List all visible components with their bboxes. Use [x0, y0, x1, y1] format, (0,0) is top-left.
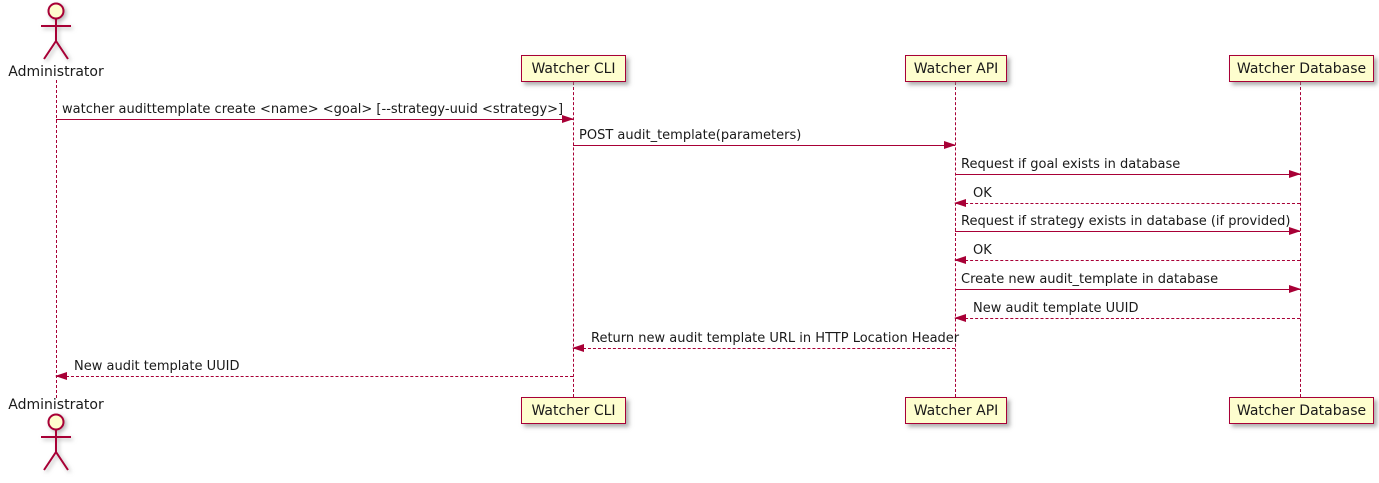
participant-label: Watcher API — [913, 402, 999, 419]
participant-label: Watcher CLI — [531, 60, 616, 77]
message-label: Return new audit template URL in HTTP Lo… — [591, 331, 960, 346]
participant-label: Watcher Database — [1236, 60, 1367, 77]
arrowhead-left-icon — [954, 199, 966, 207]
message-6: OK — [954, 243, 1300, 264]
message-label: OK — [973, 243, 992, 258]
participant-watcher-cli-top: Watcher CLI — [521, 55, 626, 82]
participant-label: Watcher CLI — [531, 402, 616, 419]
actor-label-administrator-bottom: Administrator — [8, 397, 104, 413]
lifeline-administrator — [56, 80, 57, 398]
message-label: POST audit_template(parameters) — [579, 128, 802, 143]
lifeline-watcher-cli — [573, 82, 574, 397]
message-7: Create new audit_template in database — [955, 272, 1301, 293]
message-arrow — [955, 170, 1301, 178]
message-3: Request if goal exists in database — [955, 157, 1301, 178]
lifeline-watcher-database — [1300, 82, 1301, 397]
message-1: watcher audittemplate create <name> <goa… — [56, 102, 574, 123]
participant-watcher-cli-bottom: Watcher CLI — [521, 397, 626, 424]
message-10: New audit template UUID — [55, 359, 573, 380]
actor-administrator-top — [37, 2, 75, 64]
message-arrow — [56, 115, 574, 123]
message-arrow — [954, 199, 1300, 207]
participant-watcher-api-bottom: Watcher API — [905, 397, 1007, 424]
message-arrow — [954, 256, 1300, 264]
message-arrow — [572, 344, 955, 352]
actor-icon — [41, 2, 71, 60]
arrowhead-right-icon — [1289, 170, 1301, 178]
message-4: OK — [954, 186, 1300, 207]
message-arrow — [955, 227, 1301, 235]
arrowhead-left-icon — [55, 372, 67, 380]
actor-label-administrator-top: Administrator — [8, 64, 104, 80]
participant-watcher-database-top: Watcher Database — [1229, 55, 1374, 82]
message-label: Create new audit_template in database — [961, 272, 1219, 287]
message-2: POST audit_template(parameters) — [573, 128, 956, 149]
message-label: watcher audittemplate create <name> <goa… — [62, 102, 564, 117]
arrowhead-left-icon — [954, 314, 966, 322]
message-9: Return new audit template URL in HTTP Lo… — [572, 331, 960, 352]
message-5: Request if strategy exists in database (… — [955, 214, 1301, 235]
actor-administrator-bottom — [37, 413, 75, 475]
arrowhead-left-icon — [572, 344, 584, 352]
message-label: New audit template UUID — [973, 301, 1139, 316]
participant-watcher-database-bottom: Watcher Database — [1229, 397, 1374, 424]
participant-label: Watcher Database — [1236, 402, 1367, 419]
arrowhead-right-icon — [944, 141, 956, 149]
message-label: OK — [973, 186, 992, 201]
arrowhead-left-icon — [954, 256, 966, 264]
arrowhead-right-icon — [562, 115, 574, 123]
message-label: New audit template UUID — [74, 359, 240, 374]
participant-watcher-api-top: Watcher API — [905, 55, 1007, 82]
message-label: Request if strategy exists in database (… — [961, 214, 1291, 229]
message-arrow — [573, 141, 956, 149]
lifeline-watcher-api — [955, 82, 956, 397]
message-arrow — [954, 314, 1300, 322]
message-label: Request if goal exists in database — [961, 157, 1181, 172]
actor-icon — [41, 413, 71, 471]
message-8: New audit template UUID — [954, 301, 1300, 322]
message-arrow — [55, 372, 573, 380]
arrowhead-right-icon — [1289, 285, 1301, 293]
message-arrow — [955, 285, 1301, 293]
arrowhead-right-icon — [1289, 227, 1301, 235]
participant-label: Watcher API — [913, 60, 999, 77]
